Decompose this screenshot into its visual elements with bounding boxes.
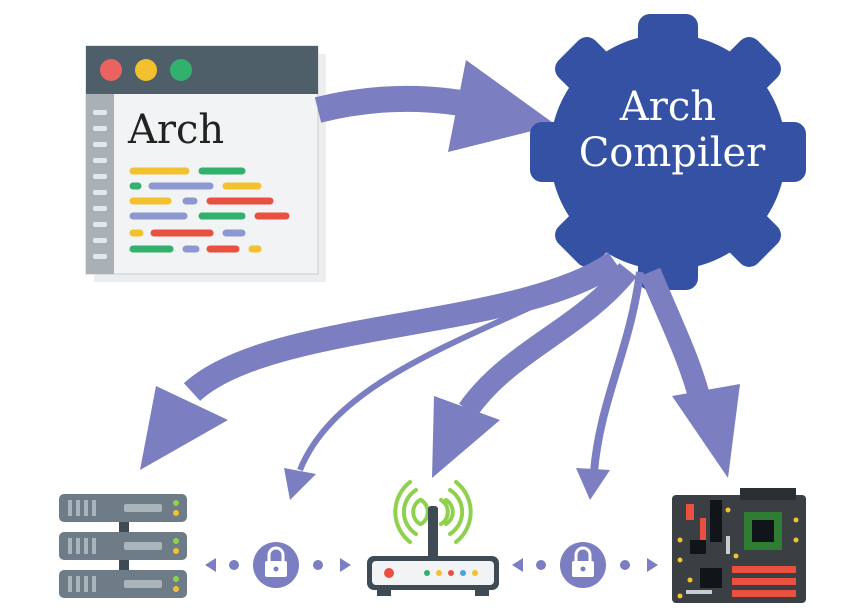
title-bar bbox=[86, 46, 318, 94]
line-gutter bbox=[86, 94, 114, 274]
arrow-to-lock-right bbox=[590, 271, 644, 473]
close-dot bbox=[100, 59, 122, 81]
output-arrows bbox=[140, 252, 740, 500]
code-lines bbox=[129, 167, 290, 253]
gutter-marks bbox=[93, 110, 107, 259]
maximize-dot bbox=[170, 59, 192, 81]
code-editor-window: Arch bbox=[85, 45, 326, 282]
code-title: Arch bbox=[127, 107, 224, 153]
input-arrow bbox=[314, 60, 556, 152]
wifi-signal bbox=[393, 480, 473, 544]
arrow-to-board bbox=[639, 267, 711, 403]
compiler-label-line2: Compiler bbox=[579, 130, 766, 176]
link-server-router bbox=[205, 542, 351, 588]
arrow-to-router bbox=[458, 263, 637, 417]
wifi-router-icon bbox=[367, 480, 499, 596]
server-icon bbox=[59, 494, 187, 598]
lock-icon bbox=[265, 546, 287, 577]
pcb-icon bbox=[672, 488, 806, 603]
compiler-gear: Arch Compiler bbox=[530, 14, 806, 290]
link-router-board bbox=[512, 542, 658, 588]
compiler-label-line1: Arch bbox=[619, 84, 716, 130]
arrow-to-server bbox=[183, 252, 622, 402]
minimize-dot bbox=[135, 59, 157, 81]
lock-icon bbox=[572, 546, 594, 577]
arrow-to-lock-left bbox=[297, 265, 612, 472]
